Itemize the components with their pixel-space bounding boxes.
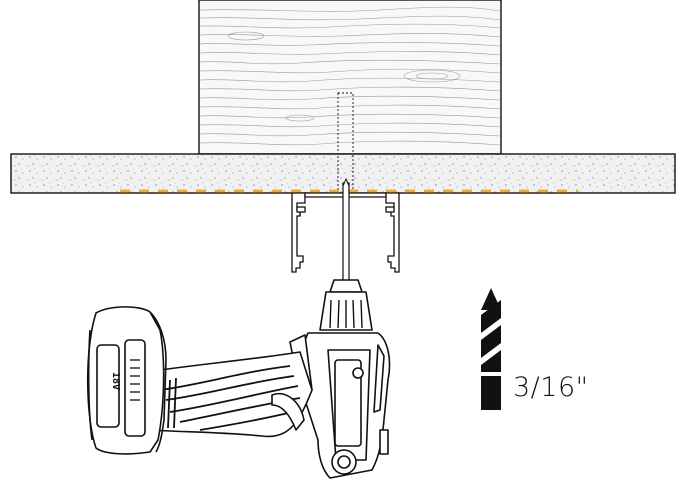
battery-voltage-label: 18V [110,372,121,390]
drill-bit [342,177,350,284]
drill-bit-icon [481,288,501,410]
cordless-drill: 18V [86,279,391,479]
bit-size-label: 3/16" [513,372,589,403]
wood-joist [198,0,502,194]
